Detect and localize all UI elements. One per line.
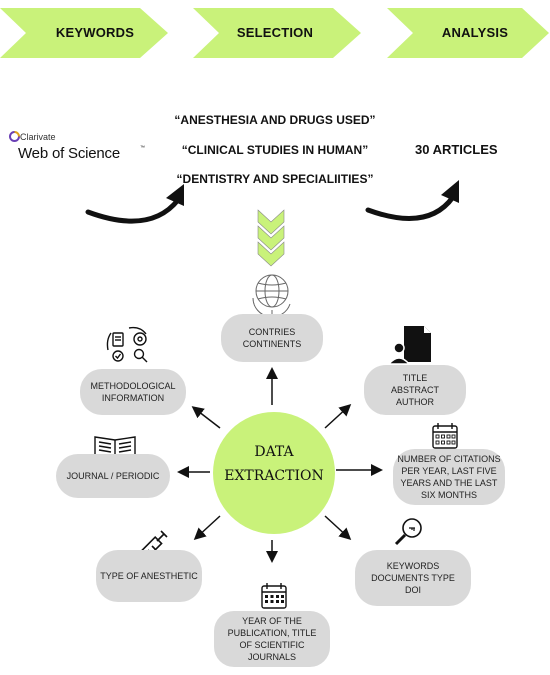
- curved-arrow-left-head: [166, 184, 184, 206]
- node-citations: NUMBER OF CITATIONS PER YEAR, LAST FIVE …: [393, 449, 505, 505]
- node-citations-line: YEARS AND THE LAST: [400, 478, 498, 488]
- node-title-line: AUTHOR: [395, 397, 434, 408]
- step-keywords-chevron: [0, 8, 168, 58]
- node-methodological: METHODOLOGICAL INFORMATION: [80, 369, 186, 415]
- curved-arrow-right-head: [441, 180, 459, 203]
- node-year: YEAR OF THE PUBLICATION, TITLE OF SCIENT…: [214, 611, 330, 667]
- step-keywords-label: KEYWORDS: [55, 25, 135, 40]
- step-selection-label: SELECTION: [236, 25, 314, 40]
- search-term-3: “DENTISTRY AND SPECIALIITIES”: [176, 172, 374, 186]
- logo-product: Web of Science: [18, 145, 120, 162]
- calendar-icon: [261, 583, 287, 609]
- data-extraction-label: DATA EXTRACTION: [213, 440, 335, 488]
- node-title-line: ABSTRACT: [390, 384, 439, 395]
- node-year-line: YEAR OF THE: [242, 615, 302, 626]
- node-countries-line: CONTINENTS: [242, 339, 302, 349]
- result-count: 30 ARTICLES: [415, 142, 498, 157]
- node-year-line: PUBLICATION, TITLE: [227, 627, 317, 638]
- search-term-1: “ANESTHESIA AND DRUGS USED”: [174, 113, 376, 127]
- calendar-icon-right: [432, 423, 458, 449]
- curved-arrow-right: [365, 194, 456, 221]
- step-selection-chevron: [193, 8, 361, 58]
- node-citations-line: NUMBER OF CITATIONS: [397, 453, 501, 464]
- step-analysis-label: ANALYSIS: [441, 25, 509, 40]
- node-methodological-line: INFORMATION: [101, 393, 165, 403]
- globe-icon: [252, 274, 291, 318]
- data-extraction-circle: [213, 412, 335, 534]
- node-keywords-doc-line: DOCUMENTS TYPE: [371, 572, 455, 583]
- search-key-icon: [394, 518, 422, 546]
- node-countries-line: CONTRIES: [248, 326, 296, 337]
- node-title: TITLE ABSTRACT AUTHOR: [364, 365, 466, 415]
- arrow-to-methodological: [191, 406, 221, 429]
- arrow-to-keywords: [324, 515, 352, 541]
- down-chevrons-icon: [257, 209, 285, 267]
- node-title-line: TITLE: [402, 372, 428, 383]
- author-document-icon: [387, 326, 431, 365]
- node-keywords-doc-line: DOI: [404, 585, 421, 596]
- node-keywords-doc-line: KEYWORDS: [386, 560, 440, 571]
- node-keywords-doc: KEYWORDS DOCUMENTS TYPE DOI: [355, 550, 471, 606]
- center-line-1: DATA: [254, 444, 294, 460]
- curved-arrow-left: [85, 197, 181, 224]
- node-anesthetic-line: TYPE OF ANESTHETIC: [100, 570, 198, 581]
- step-analysis-chevron: [387, 8, 549, 58]
- node-methodological-line: METHODOLOGICAL: [90, 380, 176, 391]
- node-countries: CONTRIES CONTINENTS: [221, 314, 323, 362]
- logo-brand: Clarivate: [20, 132, 56, 142]
- clarivate-logo-icon: [9, 131, 20, 142]
- node-year-line: OF SCIENTIFIC: [239, 640, 305, 650]
- center-line-2: EXTRACTION: [224, 468, 324, 484]
- arrow-to-anesthetic: [193, 515, 221, 541]
- node-citations-line: PER YEAR, LAST FIVE: [401, 465, 497, 476]
- node-journal-line: JOURNAL / PERIODIC: [66, 470, 160, 481]
- node-year-line: JOURNALS: [247, 652, 296, 663]
- logo-trademark: ™: [140, 145, 145, 151]
- node-citations-line: SIX MONTHS: [420, 490, 477, 501]
- node-anesthetic: TYPE OF ANESTHETIC: [96, 550, 202, 602]
- arrow-to-title: [324, 403, 352, 429]
- methodology-icon: [106, 326, 148, 363]
- node-journal: JOURNAL / PERIODIC: [56, 454, 170, 498]
- search-term-2: “CLINICAL STUDIES IN HUMAN”: [181, 143, 369, 157]
